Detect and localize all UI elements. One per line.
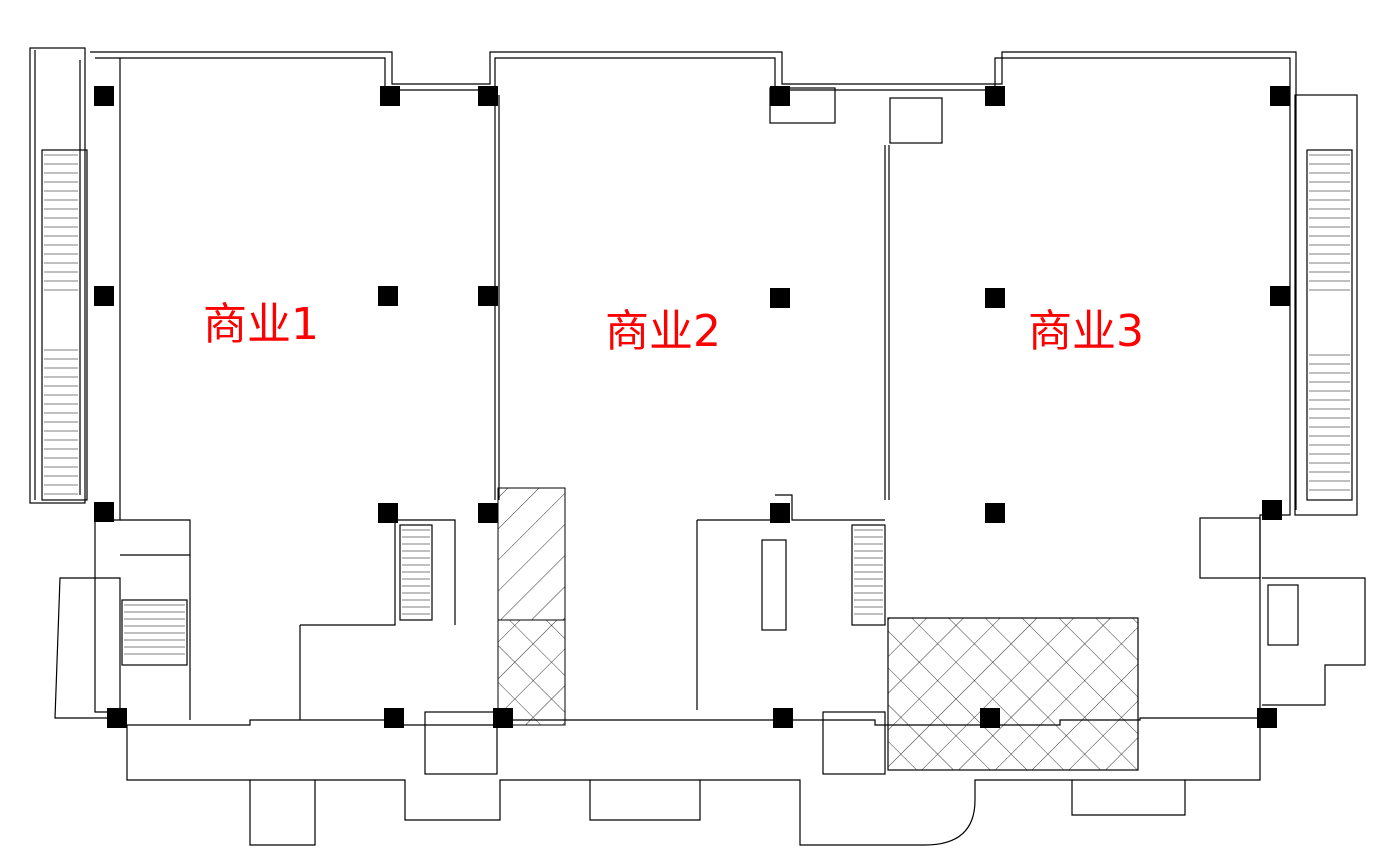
column bbox=[985, 288, 1005, 308]
column bbox=[770, 503, 790, 523]
column bbox=[985, 503, 1005, 523]
walls bbox=[29, 47, 1366, 846]
column bbox=[384, 708, 404, 728]
columns bbox=[94, 86, 1290, 728]
column bbox=[378, 286, 398, 306]
column bbox=[985, 86, 1005, 106]
column bbox=[493, 708, 513, 728]
room-label-commercial-3: 商业3 bbox=[1028, 306, 1144, 357]
column bbox=[378, 503, 398, 523]
room-label-commercial-1: 商业1 bbox=[203, 299, 319, 350]
column bbox=[980, 708, 1000, 728]
column bbox=[770, 86, 790, 106]
column bbox=[1270, 86, 1290, 106]
column bbox=[1270, 286, 1290, 306]
column bbox=[1257, 708, 1277, 728]
column bbox=[94, 286, 114, 306]
column bbox=[478, 86, 498, 106]
column bbox=[107, 708, 127, 728]
column bbox=[94, 86, 114, 106]
column bbox=[380, 86, 400, 106]
column bbox=[773, 708, 793, 728]
hatched-area bbox=[497, 487, 566, 621]
tiled-area bbox=[497, 619, 566, 726]
room-label-commercial-2: 商业2 bbox=[605, 306, 721, 357]
column bbox=[94, 502, 114, 522]
column bbox=[770, 288, 790, 308]
stair-treads bbox=[44, 154, 1350, 655]
column bbox=[1262, 500, 1282, 520]
restroom-tiles bbox=[887, 617, 1139, 771]
column bbox=[478, 286, 498, 306]
column bbox=[478, 503, 498, 523]
